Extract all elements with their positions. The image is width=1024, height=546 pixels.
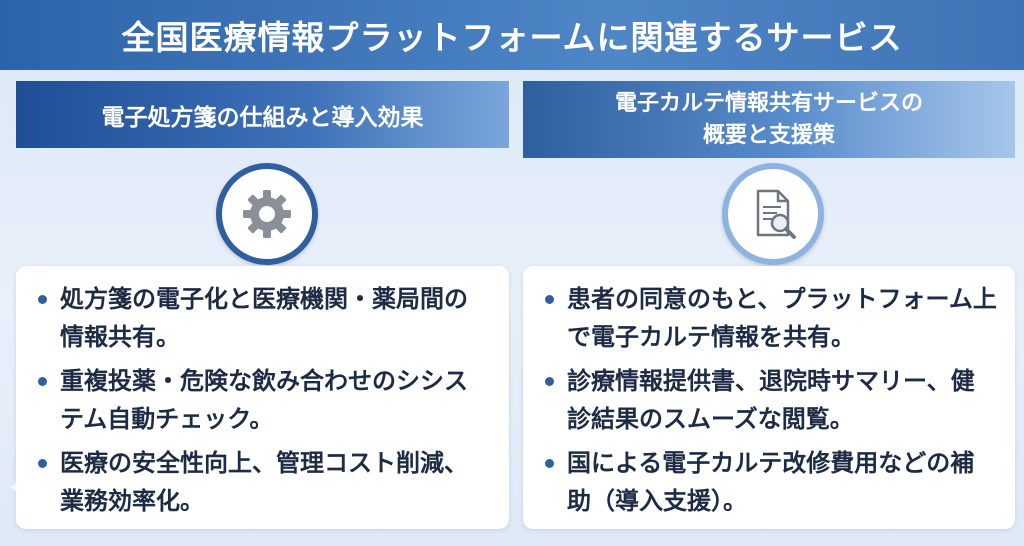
list-item: 医療の安全性向上、管理コスト削減、業務効率化。: [38, 444, 491, 520]
left-section-header-text: 電子処方箋の仕組みと導入効果: [101, 104, 424, 131]
bullet-dot: [38, 377, 47, 386]
list-item: 患者の同意のもと、プラットフォーム上で電子カルテ情報を共有。: [545, 280, 997, 356]
page-title: 全国医療情報プラットフォームに関連するサービス: [121, 18, 903, 57]
sparkle-icon: [964, 492, 1000, 528]
left-bullet-list: 処方箋の電子化と医療機関・薬局間の情報共有。 重複投薬・危険な飲み合わせのシシス…: [38, 280, 491, 520]
bullet-dot: [38, 459, 47, 468]
title-bar: 全国医療情報プラットフォームに関連するサービス: [0, 0, 1024, 70]
bullet-dot: [545, 459, 554, 468]
left-section-header: 電子処方箋の仕組みと導入効果: [16, 81, 509, 148]
sparkle-icon: [996, 480, 1014, 498]
right-section-header: 電子カルテ情報共有サービスの 概要と支援策: [523, 81, 1015, 158]
gear-icon: [216, 163, 318, 265]
right-bullet-list: 患者の同意のもと、プラットフォーム上で電子カルテ情報を共有。 診療情報提供書、退…: [545, 280, 997, 520]
document-search-icon: [722, 163, 824, 265]
bullet-dot: [545, 377, 554, 386]
bullet-dot: [545, 295, 554, 304]
list-item: 診療情報提供書、退院時サマリー、健診結果のスムーズな閲覧。: [545, 362, 997, 438]
right-section-header-line2: 概要と支援策: [702, 122, 835, 148]
right-section-header-line1: 電子カルテ情報共有サービスの: [614, 90, 923, 116]
left-bullet-panel: 処方箋の電子化と医療機関・薬局間の情報共有。 重複投薬・危険な飲み合わせのシシス…: [16, 266, 509, 529]
list-item: 国による電子カルテ改修費用などの補助（導入支援）。: [545, 444, 997, 520]
right-bullet-panel: 患者の同意のもと、プラットフォーム上で電子カルテ情報を共有。 診療情報提供書、退…: [523, 266, 1015, 529]
sparkle-icon: [24, 490, 60, 526]
list-item: 処方箋の電子化と医療機関・薬局間の情報共有。: [38, 280, 491, 356]
bullet-dot: [38, 295, 47, 304]
list-item: 重複投薬・危険な飲み合わせのシシステム自動チェック。: [38, 362, 491, 438]
sparkle-icon: [8, 478, 26, 496]
